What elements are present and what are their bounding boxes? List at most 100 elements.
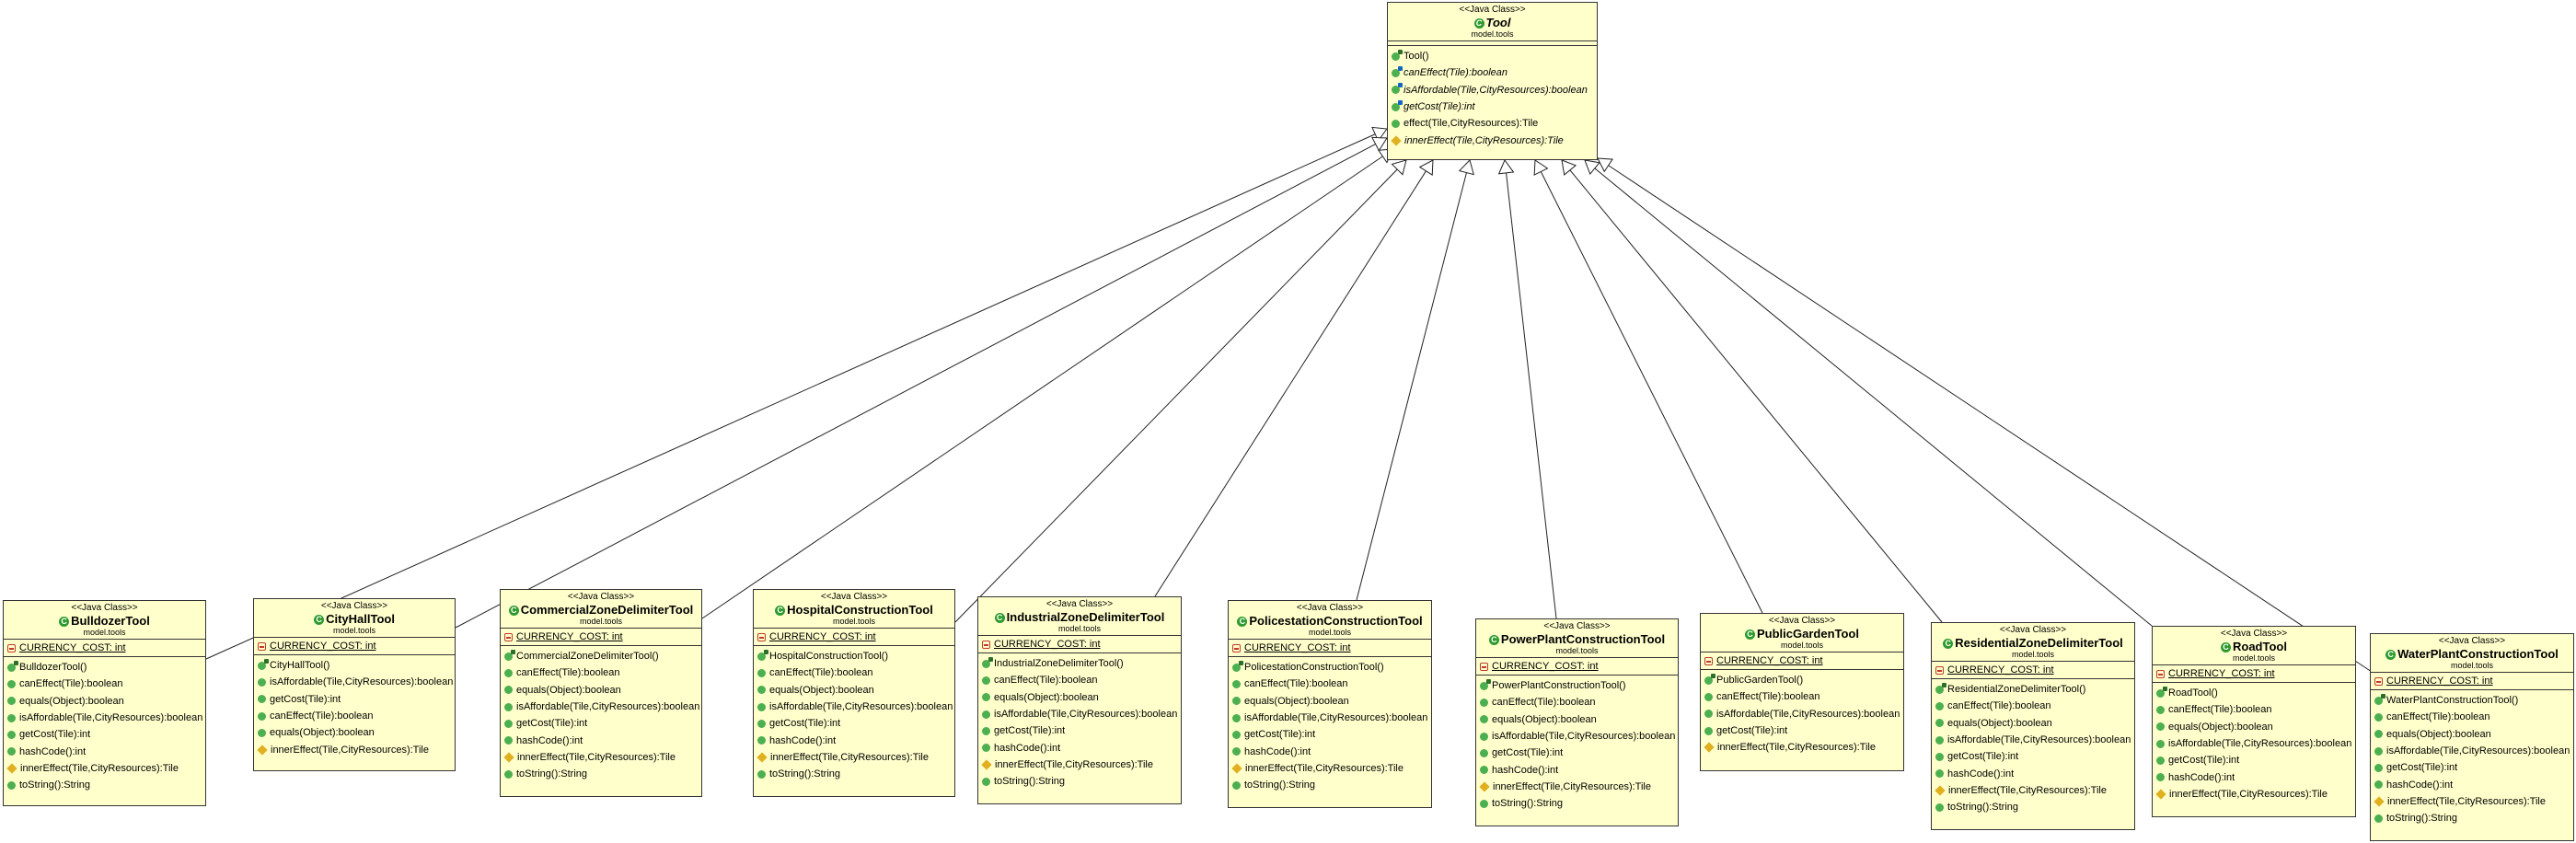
fields-compartment: CURRENCY_COST: int (978, 636, 1181, 654)
operation-text: hashCode():int (2386, 779, 2454, 791)
class-icon: C (59, 617, 70, 628)
package-label: model.tools (332, 626, 376, 636)
operation-row: toString():String (1232, 777, 1427, 793)
public-method-icon (757, 769, 766, 779)
protected-method-icon (2155, 789, 2166, 800)
protected-method-icon (2374, 796, 2385, 807)
package-label: model.tools (2232, 653, 2276, 664)
operation-row: IndustrialZoneDelimiterTool() (982, 655, 1177, 672)
operations-compartment: HospitalConstructionTool()canEffect(Tile… (754, 646, 954, 786)
operation-row: isAffordable(Tile,CityResources):boolean (1232, 710, 1427, 726)
public-method-icon (1480, 732, 1488, 741)
public-method-icon (504, 668, 513, 677)
operation-row: RoadTool() (2156, 685, 2351, 701)
operation-text: innerEffect(Tile,CityResources):Tile (995, 758, 1153, 770)
public-method-icon (1935, 701, 1944, 710)
operation-text: innerEffect(Tile,CityResources):Tile (1948, 784, 2107, 796)
protected-method-icon (1479, 781, 1490, 792)
public-method-icon (2156, 705, 2165, 714)
public-method-icon (504, 686, 513, 695)
public-method-icon (982, 693, 990, 702)
operation-text: equals(Object):boolean (516, 684, 621, 696)
stereotype-label: <<Java Class>> (1296, 603, 1364, 613)
operation-row: equals(Object):boolean (1232, 693, 1427, 710)
field-row: CURRENCY_COST: int (504, 630, 698, 643)
field-row: CURRENCY_COST: int (982, 638, 1177, 651)
public-method-icon (1935, 769, 1944, 779)
operation-row: innerEffect(Tile,CityResources):Tile (257, 742, 451, 758)
stereotype-label: <<Java Class>> (1045, 599, 1114, 609)
operation-text: isAffordable(Tile,CityResources):boolean (270, 676, 454, 688)
protected-method-icon (503, 752, 514, 763)
public-method-icon (1480, 715, 1488, 724)
operation-row: equals(Object):boolean (258, 724, 451, 741)
public-method-icon (1935, 803, 1944, 812)
operation-row: CityHallTool() (258, 657, 451, 674)
operation-row: PolicestationConstructionTool() (1232, 659, 1427, 676)
operation-row: isAffordable(Tile,CityResources):boolean (1935, 732, 2131, 748)
operation-text: equals(Object):boolean (1244, 695, 1349, 707)
operation-row: toString():String (982, 773, 1177, 790)
operation-row: getCost(Tile):int (2374, 759, 2570, 776)
public-method-icon (2156, 739, 2165, 748)
constructor-icon (1704, 673, 1715, 685)
operation-row: hashCode():int (1480, 762, 1674, 779)
fields-compartment: CURRENCY_COST: int (1476, 658, 1678, 676)
operations-compartment: WaterPlantConstructionTool()canEffect(Ti… (2371, 690, 2573, 830)
operation-text: innerEffect(Tile,CityResources):Tile (517, 751, 676, 763)
class-name-text: PolicestationConstructionTool (1249, 614, 1423, 628)
public-method-icon (1480, 799, 1488, 808)
constructor-icon (2156, 686, 2167, 698)
public-method-icon (1935, 752, 1944, 761)
public-method-icon (757, 668, 766, 677)
operation-text: getCost(Tile):int (1404, 100, 1475, 112)
operation-row: hashCode():int (2374, 777, 2570, 793)
operations-compartment: CommercialZoneDelimiterTool()canEffect(T… (501, 646, 701, 786)
fields-compartment: CURRENCY_COST: int (1932, 662, 2134, 680)
operation-row: equals(Object):boolean (1480, 711, 1674, 728)
protected-method-icon (757, 752, 768, 763)
public-method-icon (7, 780, 16, 790)
generalization-arrowhead (1533, 159, 1549, 176)
class-name-text: Tool (1485, 16, 1511, 29)
operation-text: toString():String (769, 768, 841, 780)
operation-text: equals(Object):boolean (19, 695, 124, 707)
public-method-icon (2156, 722, 2165, 732)
public-method-icon (7, 713, 16, 722)
class-name-text: HospitalConstructionTool (787, 603, 933, 617)
inheritance-line (455, 144, 1376, 629)
field-text: CURRENCY_COST: int (1244, 642, 1351, 654)
class-icon: C (1745, 629, 1755, 641)
public-method-icon (982, 726, 990, 735)
operation-row: equals(Object):boolean (1935, 715, 2131, 732)
operation-row: hashCode():int (757, 733, 951, 749)
package-label: model.tools (2011, 650, 2055, 660)
operation-row: canEffect(Tile):boolean (982, 672, 1177, 688)
public-method-icon (1232, 747, 1241, 756)
constructor-icon (1935, 682, 1946, 694)
fields-compartment: CURRENCY_COST: int (2371, 673, 2573, 691)
protected-method-icon (6, 763, 17, 774)
operation-text: canEffect(Tile):boolean (1947, 700, 2051, 712)
